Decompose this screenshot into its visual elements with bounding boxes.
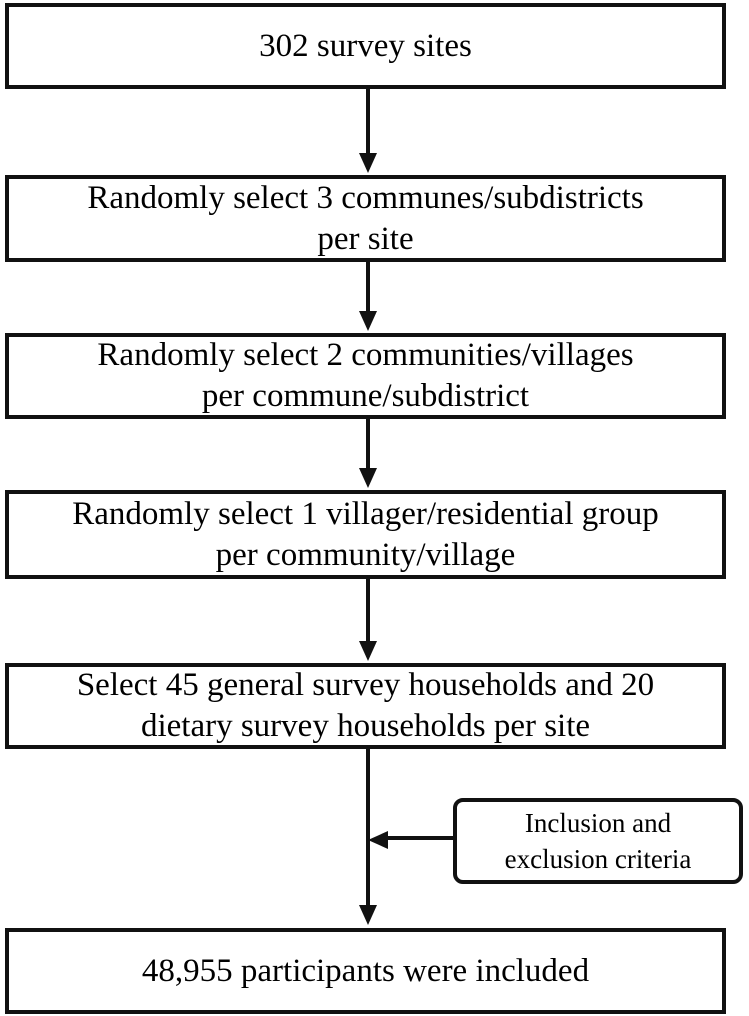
connector-line-criteria <box>388 836 455 840</box>
connector-line-5 <box>366 749 370 909</box>
flow-node-participants-included-label: 48,955 participants were included <box>141 952 590 989</box>
connector-arrowhead-2 <box>359 311 377 331</box>
flow-node-select-villager-groups: Randomly select 1 villager/residential g… <box>5 490 726 579</box>
flow-node-select-communities: Randomly select 2 communities/villages p… <box>5 333 726 419</box>
connector-arrowhead-1 <box>359 153 377 173</box>
connector-arrowhead-3 <box>359 468 377 488</box>
connector-arrowhead-5 <box>359 905 377 925</box>
connector-line-3 <box>366 419 370 472</box>
connector-line-1 <box>366 89 370 157</box>
flow-node-participants-included: 48,955 participants were included <box>5 928 726 1014</box>
flow-node-select-households-label: Select 45 general survey households and … <box>76 667 655 744</box>
flow-node-select-villager-groups-label: Randomly select 1 villager/residential g… <box>72 495 659 573</box>
flow-node-inclusion-exclusion-criteria-label: Inclusion and exclusion criteria <box>504 808 692 874</box>
flow-node-select-communes-label: Randomly select 3 communes/subdistricts … <box>87 179 644 257</box>
flow-node-select-households: Select 45 general survey households and … <box>5 663 726 749</box>
connector-line-2 <box>366 262 370 315</box>
connector-line-4 <box>366 579 370 645</box>
flow-node-inclusion-exclusion-criteria: Inclusion and exclusion criteria <box>453 798 743 884</box>
flow-node-survey-sites-label: 302 survey sites <box>259 27 472 64</box>
flow-node-survey-sites: 302 survey sites <box>5 3 726 89</box>
connector-arrowhead-4 <box>359 641 377 661</box>
flow-node-select-communes: Randomly select 3 communes/subdistricts … <box>5 175 726 262</box>
flow-node-select-communities-label: Randomly select 2 communities/villages p… <box>97 337 634 414</box>
connector-arrowhead-criteria <box>368 831 388 849</box>
